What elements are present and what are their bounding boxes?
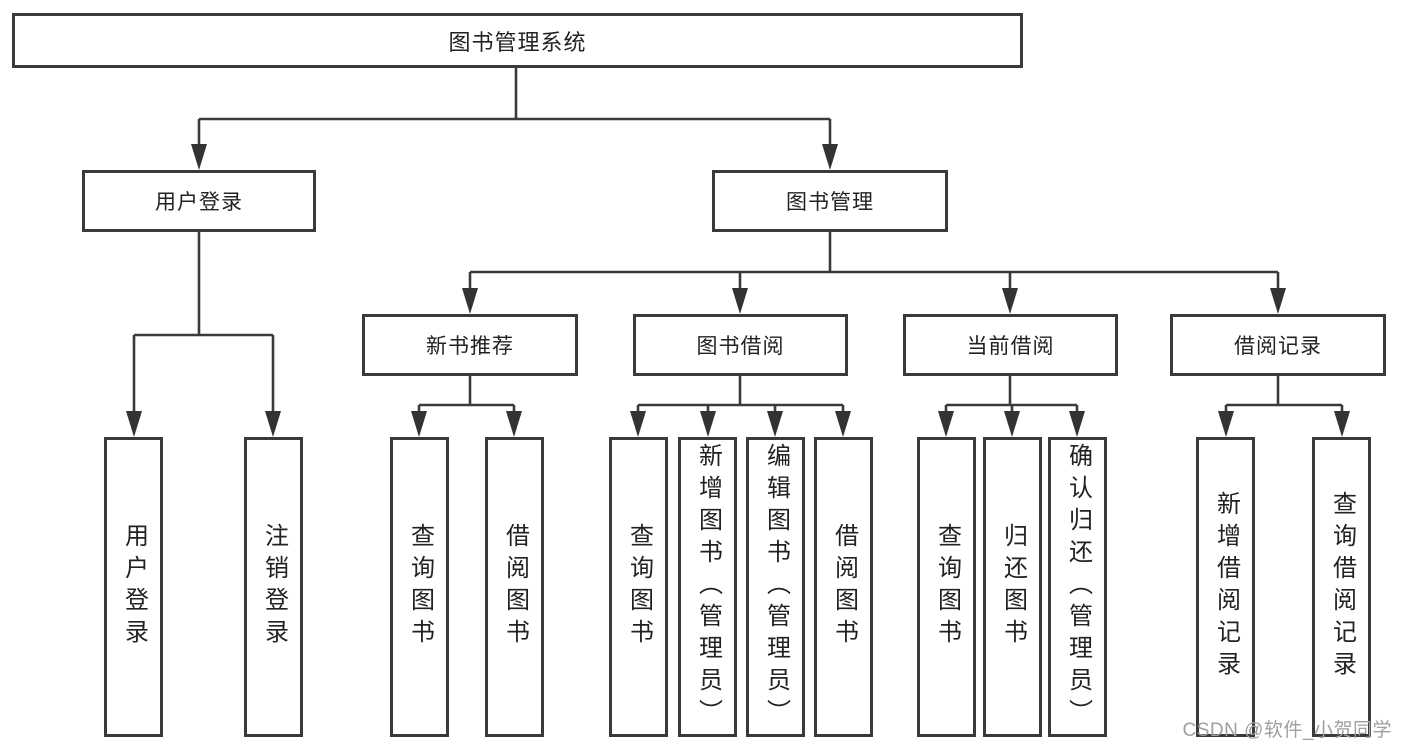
node-label: 图书借阅 bbox=[696, 335, 785, 358]
node-leaf-recommend-query-books: 查询图书 bbox=[390, 437, 449, 737]
node-label: 查询图书 bbox=[406, 523, 434, 651]
node-label: 借阅图书 bbox=[830, 523, 858, 651]
node-library-management-system: 图书管理系统 bbox=[12, 13, 1023, 68]
node-label: 借阅图书 bbox=[501, 523, 529, 651]
node-book-management: 图书管理 bbox=[712, 170, 948, 232]
node-leaf-edit-books-admin: 编辑图书（管理员） bbox=[746, 437, 805, 737]
node-leaf-add-borrow-record: 新增借阅记录 bbox=[1196, 437, 1255, 737]
node-leaf-recommend-borrow-books: 借阅图书 bbox=[485, 437, 544, 737]
node-current-borrowing: 当前借阅 bbox=[903, 314, 1118, 376]
node-label: 用户登录 bbox=[155, 191, 243, 214]
node-label: 新增借阅记录 bbox=[1212, 491, 1240, 683]
node-leaf-return-books: 归还图书 bbox=[983, 437, 1042, 737]
node-label: 图书管理系统 bbox=[448, 29, 587, 55]
node-leaf-user-login: 用户登录 bbox=[104, 437, 163, 737]
node-label: 图书管理 bbox=[786, 191, 874, 214]
node-label: 新书推荐 bbox=[426, 335, 514, 358]
node-label: 查询图书 bbox=[625, 523, 653, 651]
node-new-book-recommendation: 新书推荐 bbox=[362, 314, 578, 376]
node-label: 借阅记录 bbox=[1234, 335, 1322, 358]
csdn-watermark: CSDN @软件_小贺同学 bbox=[1182, 720, 1392, 741]
node-leaf-borrowing-query-books: 查询图书 bbox=[609, 437, 668, 737]
node-label: 编辑图书（管理员） bbox=[762, 443, 790, 731]
node-leaf-current-query-books: 查询图书 bbox=[917, 437, 976, 737]
node-leaf-query-borrow-record: 查询借阅记录 bbox=[1312, 437, 1371, 737]
node-leaf-borrow-books: 借阅图书 bbox=[814, 437, 873, 737]
node-leaf-confirm-return-admin: 确认归还（管理员） bbox=[1048, 437, 1107, 737]
node-user-login: 用户登录 bbox=[82, 170, 316, 232]
node-label: 新增图书（管理员） bbox=[694, 443, 722, 731]
node-book-borrowing: 图书借阅 bbox=[633, 314, 848, 376]
node-label: 查询借阅记录 bbox=[1328, 491, 1356, 683]
node-borrowing-records: 借阅记录 bbox=[1170, 314, 1386, 376]
node-label: 确认归还（管理员） bbox=[1064, 443, 1092, 731]
node-leaf-logout: 注销登录 bbox=[244, 437, 303, 737]
node-label: 用户登录 bbox=[120, 523, 148, 651]
node-label: 查询图书 bbox=[933, 523, 961, 651]
node-label: 注销登录 bbox=[260, 523, 288, 651]
node-label: 当前借阅 bbox=[966, 335, 1055, 358]
node-label: 归还图书 bbox=[999, 523, 1027, 651]
node-leaf-add-books-admin: 新增图书（管理员） bbox=[678, 437, 737, 737]
